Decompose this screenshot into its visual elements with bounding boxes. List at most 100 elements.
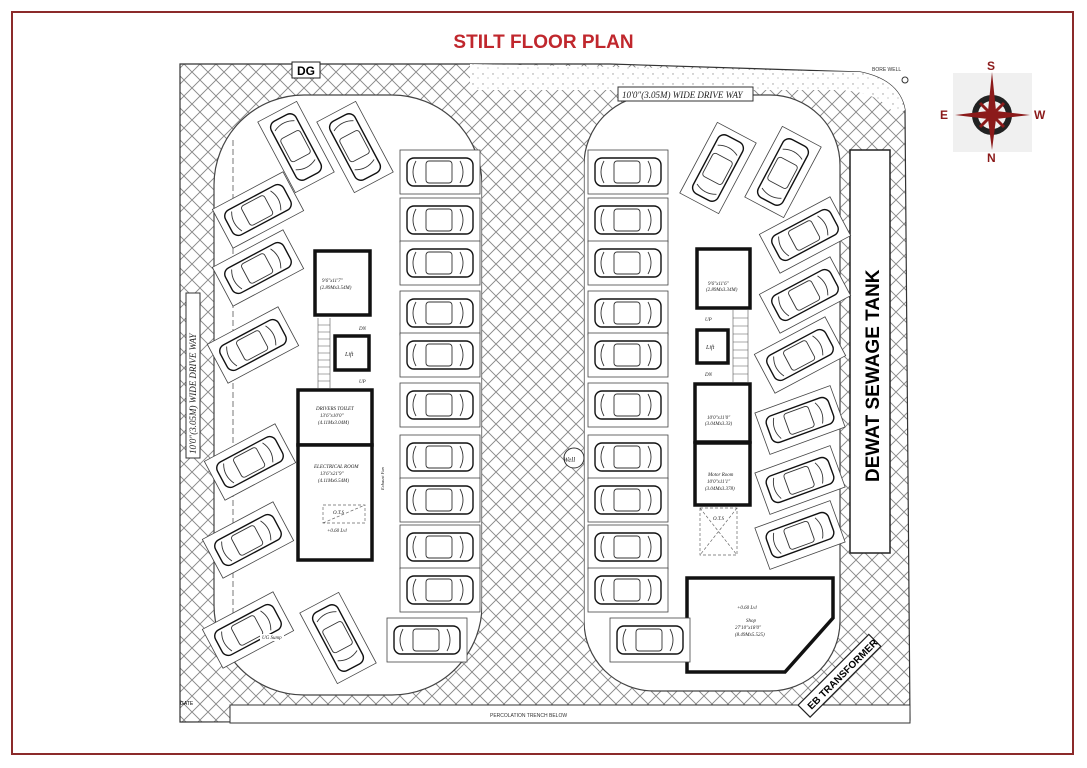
driveway-left-label: 10'0"(3.05M) WIDE DRIVE WAY <box>188 332 198 454</box>
well-icon <box>563 447 585 469</box>
parking-space-car <box>758 196 852 274</box>
parking-space-car <box>754 500 846 570</box>
parking-space-car <box>744 125 822 219</box>
parking-space-car <box>399 524 481 570</box>
left-room1-size: 9'6"x11'7" <box>322 279 344 284</box>
lift-label-right: Lift <box>705 344 715 351</box>
parking-space-car <box>211 171 305 249</box>
motor-size: 10'0"x11'1" <box>707 480 731 485</box>
parking-space-car <box>203 423 297 501</box>
page-border <box>11 11 1074 755</box>
parking-space-car <box>399 149 481 195</box>
compass-south: S <box>987 59 995 73</box>
transformer <box>797 633 882 718</box>
sump-label: UG Sump <box>262 636 282 641</box>
parking-space-car <box>201 591 295 669</box>
parking-space-car <box>299 591 377 685</box>
parking-space-car <box>257 100 335 194</box>
compass-west: W <box>1034 108 1046 122</box>
sump-label-background <box>260 634 284 641</box>
parking-space-car <box>758 256 852 334</box>
parking-space-car <box>386 617 468 663</box>
right-up-label: UP <box>705 318 712 323</box>
parking-space-car <box>587 197 669 243</box>
sewage-tank <box>849 149 891 554</box>
gate-note: GATE <box>180 701 194 707</box>
parking-space-car <box>211 229 305 307</box>
sump-label-group: UG Sump <box>260 634 284 641</box>
electrical-metric: (4.11Mx6.54M) <box>318 479 349 484</box>
perc-trench-label: PERCOLATION TRENCH BELOW <box>490 713 567 719</box>
right-room2-size: 10'0"x11'0" <box>707 416 731 421</box>
shop-level: +0.60 Lvl <box>737 606 757 611</box>
lift-label-left: Lift <box>344 351 354 358</box>
parking-space-car <box>679 121 757 215</box>
parking-space-car <box>206 306 300 384</box>
parking-space-car <box>399 197 481 243</box>
toilet-metric: (4.11Mx3.04M) <box>318 421 349 426</box>
well-label: Well <box>563 456 575 464</box>
perc-trench <box>229 704 911 724</box>
page-title: STILT FLOOR PLAN <box>453 32 634 53</box>
right-room1-size: 9'6"x11'6" <box>708 282 730 287</box>
parking-space-car <box>609 617 691 663</box>
motor-room-label: Motor Room <box>707 473 734 478</box>
parking-space-car <box>587 240 669 286</box>
compass-north: N <box>987 151 996 165</box>
bore-well-label: BORE WELL <box>872 67 901 73</box>
electrical-room-label: ELECTRICAL ROOM <box>313 465 359 470</box>
parking-space-car <box>587 477 669 523</box>
parking-space-car <box>201 501 295 579</box>
toilet-size: 13'6"x10'0" <box>320 414 344 419</box>
shop-metric: (8.49Mx5.525) <box>735 633 765 638</box>
driveway-top-label: 10'0"(3.05M) WIDE DRIVE WAY <box>622 90 744 100</box>
parking-space-car <box>399 382 481 428</box>
gate-tag: DG <box>297 64 315 78</box>
right-room2-metric: (3.04Mx3.33) <box>705 422 733 427</box>
parking-spaces <box>201 100 852 685</box>
right-ots-label: O.T.S <box>713 517 725 522</box>
left-up-label: UP <box>359 380 366 385</box>
right-dn-label: DN <box>704 373 713 378</box>
sewage-tank-label: DEWAT SEWAGE TANK <box>863 269 884 482</box>
compass-icon: S N E W <box>940 59 1046 165</box>
parking-space-car <box>399 240 481 286</box>
parking-space-car <box>754 385 846 455</box>
shop-label: Shop <box>746 619 757 624</box>
driveway-left-box <box>185 292 201 459</box>
driveway-top-box <box>617 86 754 102</box>
parking-space-car <box>587 382 669 428</box>
left-service-block: 9'6"x11'7" (2.89Mx3.54M) Lift DN UP DRIV… <box>296 249 385 562</box>
parking-space-car <box>399 332 481 378</box>
left-level-label: +0.60 Lvl <box>327 529 347 534</box>
bore-well-icon <box>901 76 909 84</box>
parking-space-car <box>587 434 669 480</box>
parking-space-car <box>587 149 669 195</box>
central-drive <box>482 120 584 695</box>
staircase-right <box>732 310 749 382</box>
parking-space-car <box>587 524 669 570</box>
gate-tag-box <box>291 61 321 79</box>
parking-space-car <box>316 100 394 194</box>
parking-space-car <box>587 567 669 613</box>
left-room1-metric: (2.89Mx3.54M) <box>320 286 352 291</box>
parking-space-car <box>399 290 481 336</box>
parking-space-car <box>399 567 481 613</box>
right-room1-metric: (2.89Mx3.34M) <box>706 288 738 293</box>
parking-space-car <box>587 290 669 336</box>
parking-space-car <box>754 445 846 515</box>
parking-space-car <box>399 477 481 523</box>
parking-space-car <box>753 316 847 394</box>
motor-metric: (3.04Mx3.378) <box>705 487 735 492</box>
electrical-size: 13'6"x21'9" <box>320 472 344 477</box>
left-dn-label: DN <box>358 327 367 332</box>
parking-space-car <box>399 434 481 480</box>
staircase-left <box>317 318 331 388</box>
exhaust-fan-label: Exhaust Fan <box>380 466 385 491</box>
right-service-block: 9'6"x11'6" (2.89Mx3.34M) Lift UP DN 10'0… <box>685 247 835 674</box>
parking-space-car <box>587 332 669 378</box>
shop-size: 27'10"x18'0" <box>735 626 762 631</box>
compass-east: E <box>940 108 948 122</box>
left-ots-label: O.T.S <box>333 511 345 516</box>
